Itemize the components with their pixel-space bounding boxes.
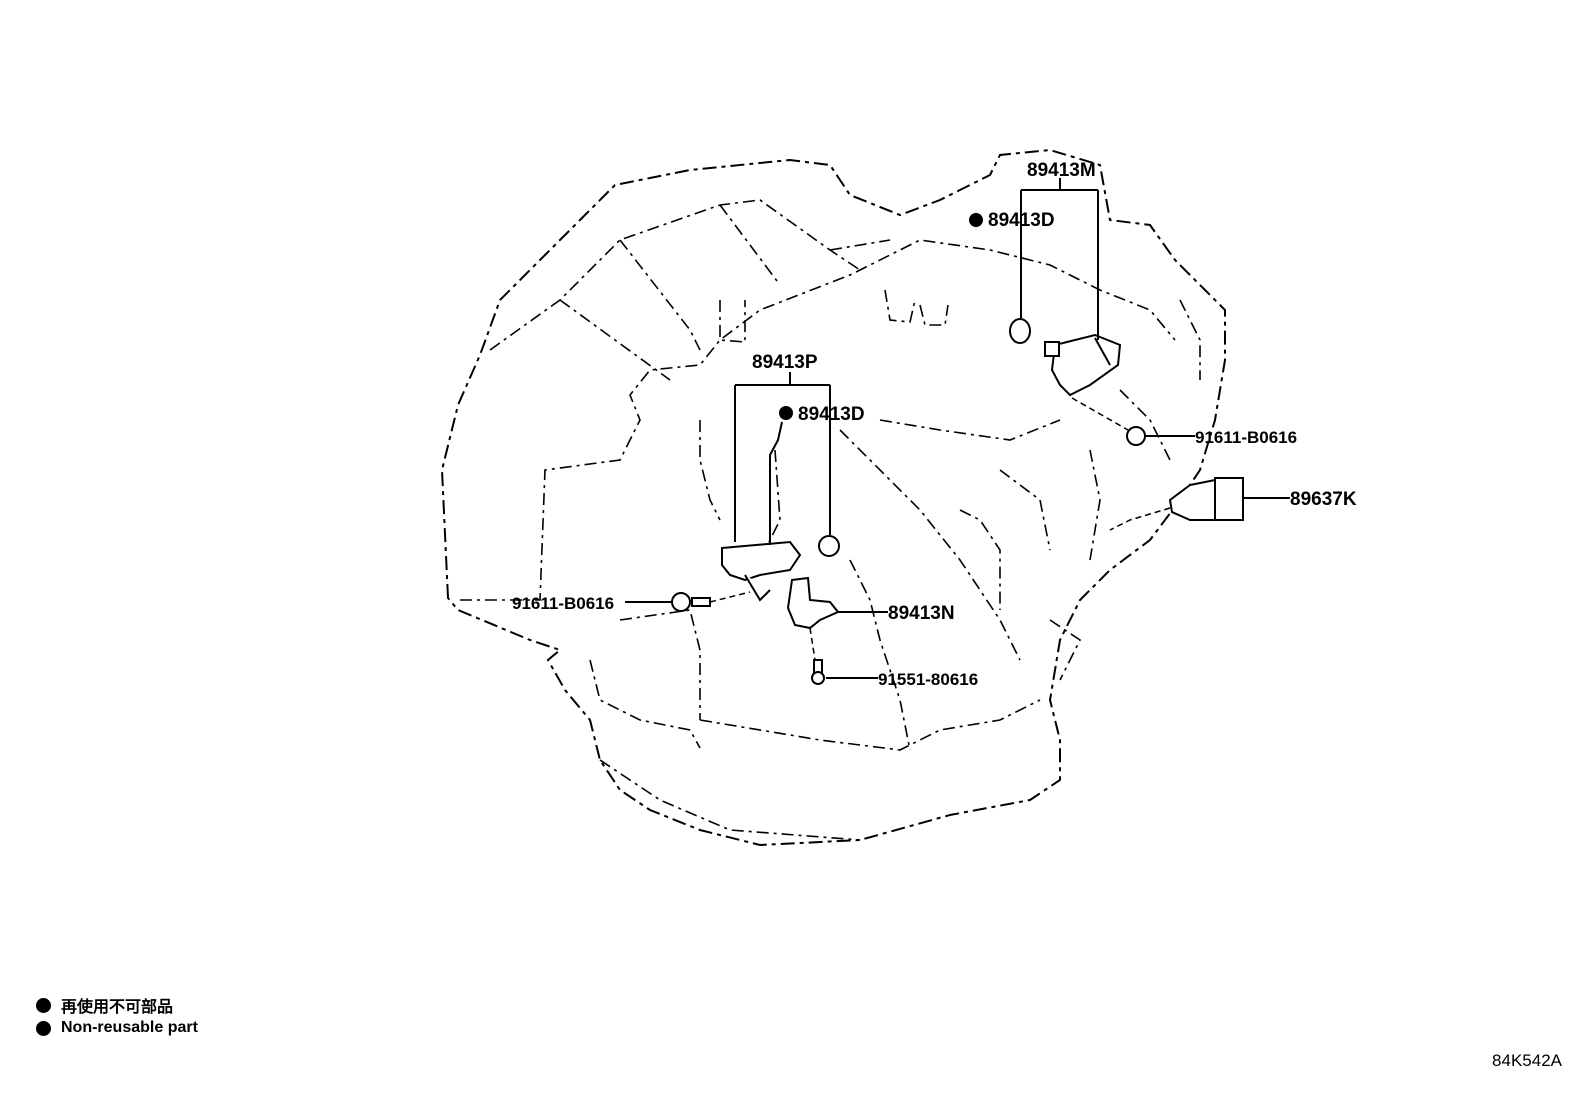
filled-circle-icon (36, 1020, 51, 1036)
pressure-switch-89637K[interactable] (1109, 477, 1244, 531)
legend-row-japanese: 再使用不可部品 (36, 993, 173, 1017)
leader-lines (625, 178, 1290, 679)
filled-circle-icon (36, 997, 51, 1013)
speed-sensor-middle[interactable] (721, 535, 840, 602)
bolt-91551[interactable] (809, 627, 825, 685)
legend-text-english: Non-reusable part (61, 1019, 198, 1036)
legend-text-japanese: 再使用不可部品 (61, 999, 174, 1016)
label-89413D-top[interactable]: 89413D (988, 210, 1055, 231)
label-89413N[interactable]: 89413N (888, 603, 955, 624)
label-89413D-mid[interactable]: 89413D (798, 404, 865, 425)
speed-sensor-upper[interactable] (1009, 318, 1122, 397)
bolt-91611-left[interactable] (671, 591, 751, 612)
filled-circle-icon (969, 213, 983, 227)
label-91611-B0616-right[interactable]: 91611-B0616 (1195, 428, 1297, 447)
bolt-91611-right[interactable] (1071, 397, 1146, 446)
transmission-housing (440, 148, 1226, 847)
label-89413P[interactable]: 89413P (752, 352, 818, 373)
legend-row-english: Non-reusable part (36, 1019, 198, 1037)
label-89637K[interactable]: 89637K (1290, 489, 1357, 510)
label-91611-B0616-left[interactable]: 91611-B0616 (512, 594, 614, 613)
speed-sensor-lower[interactable] (786, 576, 840, 630)
filled-circle-icon (779, 406, 793, 420)
diagram-reference-code: 84K542A (1492, 1051, 1562, 1070)
label-91551-80616[interactable]: 91551-80616 (878, 670, 978, 689)
label-89413M[interactable]: 89413M (1027, 160, 1096, 181)
